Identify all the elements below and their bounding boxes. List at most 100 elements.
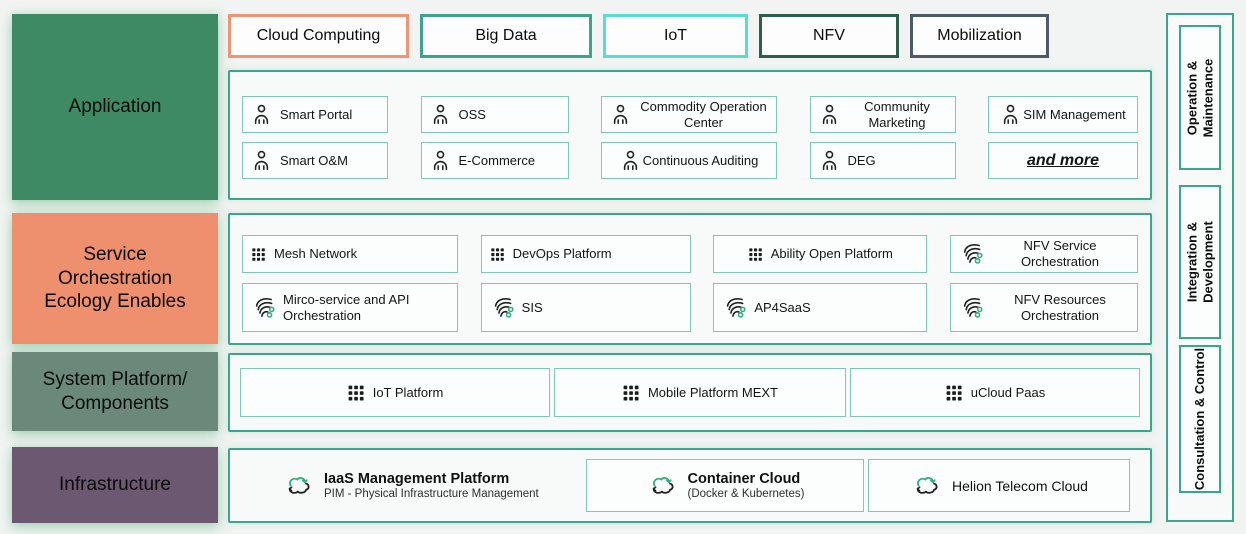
orchestration-icon (490, 296, 514, 320)
cloud-sync-icon (910, 474, 942, 498)
app-item-label: E-Commerce (458, 152, 536, 168)
lifecycle-sidebar: Operation & Maintenance Integration & De… (1166, 13, 1234, 522)
sidebar-item-consultation-control: Consultation & Control (1179, 345, 1221, 493)
system-item-label: Mobile Platform MEXT (647, 384, 779, 400)
system-item-mobile-platform-mext: Mobile Platform MEXT (554, 368, 846, 417)
app-item-label: OSS (458, 106, 486, 122)
layer-label-text: Service Orchestration Ecology Enables (44, 243, 186, 313)
sidebar-item-operation-maintenance: Operation & Maintenance (1179, 25, 1221, 170)
app-item-ecommerce: E-Commerce (420, 142, 569, 179)
infra-item-container-cloud: Container Cloud (Docker & Kubernetes) (586, 459, 864, 512)
service-item-ap4saas: AP4SaaS (713, 283, 928, 332)
cloud-sync-icon (646, 474, 678, 498)
sidebar-item-label: Consultation & Control (1192, 347, 1208, 491)
app-item-continuous-auditing: Continuous Auditing (601, 142, 777, 179)
grid-icon (347, 384, 365, 402)
person-icon (620, 150, 641, 171)
service-item-nfv-resources-orchestration: NFV Resources Orchestration (949, 283, 1138, 332)
sidebar-item-label: Integration & Development (1184, 221, 1215, 303)
sidebar-item-integration-development: Integration & Development (1179, 185, 1221, 339)
person-icon (251, 104, 272, 125)
app-item-smart-portal: Smart Portal (242, 96, 388, 133)
system-item-label: IoT Platform (372, 384, 444, 400)
grid-icon (490, 247, 505, 262)
application-panel: Smart Portal OSS Commodity Operation Cen… (228, 70, 1152, 200)
cloud-sync-icon (282, 474, 314, 498)
person-icon (1000, 104, 1021, 125)
infra-item-title: Helion Telecom Cloud (952, 477, 1088, 494)
layer-label-system-platform: System Platform/ Components (12, 352, 218, 431)
service-item-ability-open-platform: Ability Open Platform (713, 235, 928, 273)
service-item-label: SIS (521, 299, 543, 315)
orchestration-icon (959, 242, 983, 266)
app-item-commodity-operation-center: Commodity Operation Center (601, 96, 777, 133)
grid-icon (945, 384, 963, 402)
app-item-smart-oandm: Smart O&M (242, 142, 388, 179)
service-item-label: NFV Resources Orchestration (1014, 291, 1106, 323)
layer-label-service-orchestration: Service Orchestration Ecology Enables (12, 213, 218, 344)
grid-icon (251, 247, 266, 262)
app-item-deg: DEG (809, 142, 956, 179)
system-item-ucloud-paas: uCloud Paas (850, 368, 1140, 417)
service-item-label: NFV Service Orchestration (1020, 238, 1099, 269)
technology-tabs: Cloud Computing Big Data IoT NFV Mobiliz… (228, 14, 1152, 58)
app-item-label: DEG (847, 152, 876, 168)
service-item-label: Ability Open Platform (770, 246, 893, 262)
service-item-label: Mesh Network (274, 246, 358, 262)
app-item-label: Continuous Auditing (642, 152, 759, 168)
app-item-label: Community Marketing (864, 98, 930, 130)
infra-item-text: Container Cloud (Docker & Kubernetes) (688, 471, 805, 500)
infra-item-text: IaaS Management Platform PIM - Physical … (324, 471, 539, 500)
service-item-devops-platform: DevOps Platform (480, 235, 691, 273)
service-item-sis: SIS (480, 283, 691, 332)
app-item-label: Commodity Operation Center (640, 98, 767, 130)
infra-item-iaas-management: IaaS Management Platform PIM - Physical … (282, 459, 582, 512)
app-item-sim-management: SIM Management (988, 96, 1138, 133)
and-more-label: and more (1026, 151, 1099, 169)
tab-label: Cloud Computing (256, 27, 381, 44)
grid-icon (622, 384, 640, 402)
infra-item-subtitle: (Docker & Kubernetes) (687, 488, 805, 500)
infrastructure-panel: IaaS Management Platform PIM - Physical … (228, 448, 1152, 523)
tab-label: IoT (663, 27, 688, 44)
person-icon (819, 104, 840, 125)
app-item-community-marketing: Community Marketing (809, 96, 956, 133)
infra-item-title: IaaS Management Platform (324, 471, 510, 487)
tab-label: Big Data (475, 27, 537, 44)
app-item-oss: OSS (420, 96, 569, 133)
person-icon (819, 150, 840, 171)
tab-mobilization: Mobilization (910, 14, 1049, 58)
grid-icon (748, 247, 763, 262)
tab-label: NFV (813, 27, 845, 44)
infra-item-helion-telecom-cloud: Helion Telecom Cloud (868, 459, 1130, 512)
service-item-label: AP4SaaS (754, 299, 811, 315)
tab-nfv: NFV (759, 14, 899, 58)
orchestration-icon (722, 296, 746, 320)
infra-item-title: Container Cloud (687, 471, 801, 487)
app-item-and-more: and more (988, 142, 1138, 179)
service-orchestration-panel: Mesh Network DevOps Platform Ability Ope… (228, 213, 1152, 345)
service-item-nfv-service-orchestration: NFV Service Orchestration (949, 235, 1138, 273)
service-item-microservice-api-orchestration: Mirco-service and API Orchestration (242, 283, 458, 332)
tab-cloud-computing: Cloud Computing (228, 14, 409, 58)
layer-label-text: Application (68, 96, 162, 118)
system-item-iot-platform: IoT Platform (240, 368, 550, 417)
app-item-label: Smart Portal (280, 106, 353, 122)
infra-item-subtitle: PIM - Physical Infrastructure Management (324, 488, 539, 500)
orchestration-icon (959, 296, 983, 320)
person-icon (430, 150, 451, 171)
person-icon (251, 150, 272, 171)
layer-label-infrastructure: Infrastructure (12, 447, 218, 523)
system-item-label: uCloud Paas (970, 384, 1046, 400)
sidebar-item-label: Operation & Maintenance (1184, 58, 1215, 137)
layer-label-text: System Platform/ Components (42, 368, 188, 414)
service-item-mesh-network: Mesh Network (242, 235, 458, 273)
person-icon (430, 104, 451, 125)
orchestration-icon (251, 296, 275, 320)
tab-big-data: Big Data (420, 14, 592, 58)
app-item-label: SIM Management (1023, 106, 1126, 122)
system-platform-panel: IoT Platform Mobile Platform MEXT uCloud… (228, 353, 1152, 432)
layer-label-text: Infrastructure (59, 474, 171, 496)
tab-label: Mobilization (937, 27, 1022, 44)
service-item-label: Mirco-service and API Orchestration (283, 291, 410, 323)
